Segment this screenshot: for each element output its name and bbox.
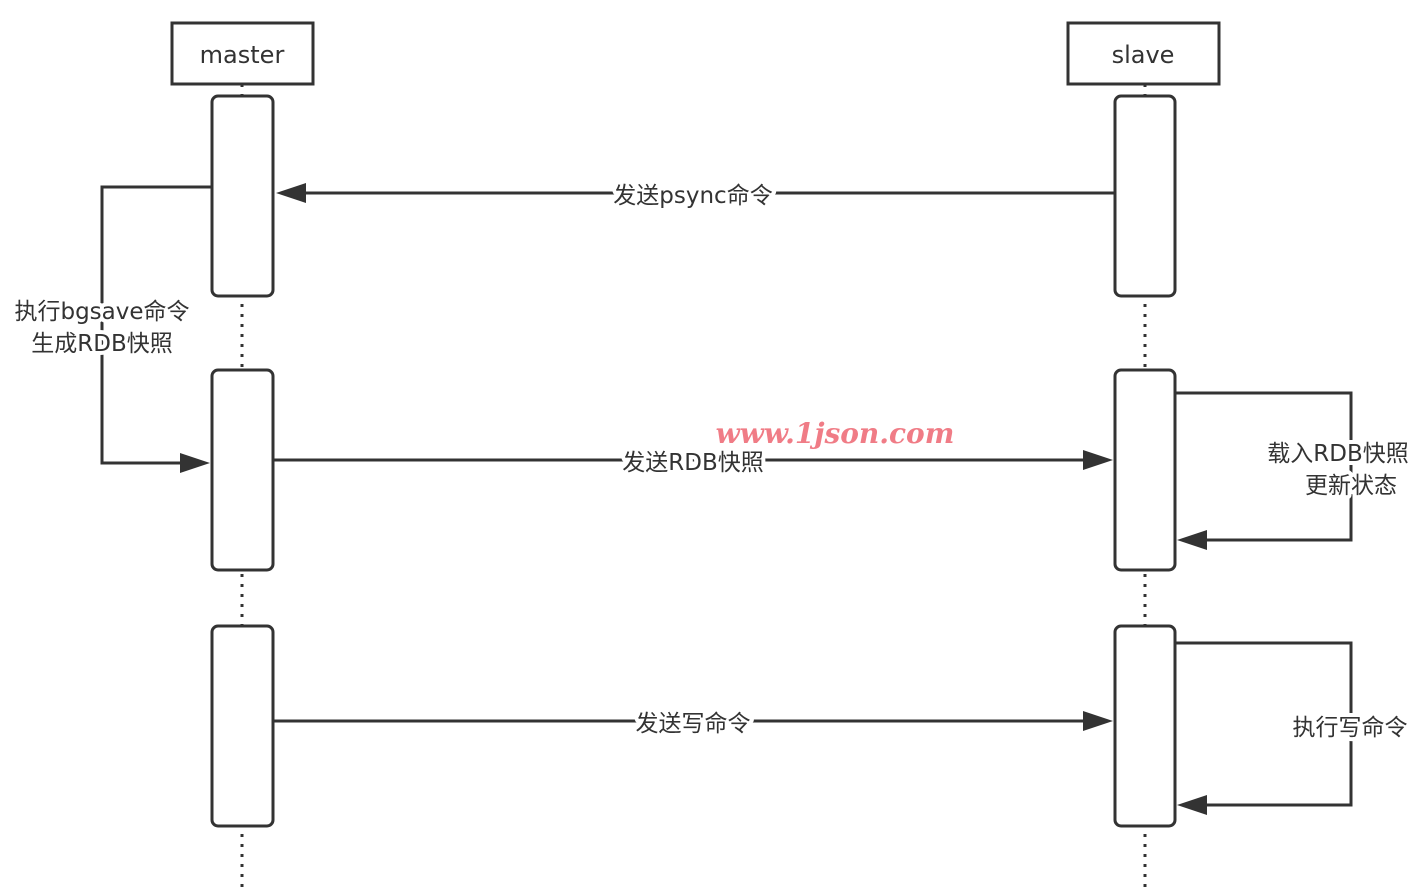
bgsave-label-line1: 执行bgsave命令 <box>14 299 189 325</box>
arrowhead-icon <box>180 453 210 473</box>
arrowhead-icon <box>1083 450 1113 470</box>
slave-activation-3 <box>1113 624 1177 828</box>
arrowhead-icon <box>276 183 306 203</box>
arrowhead-icon <box>1177 530 1207 550</box>
slave-label: slave <box>1112 41 1175 69</box>
bgsave-label-line2: 生成RDB快照 <box>31 331 172 357</box>
exec-write-label: 执行写命令 <box>1293 715 1408 741</box>
load-rdb-self-message: 载入RDB快照 更新状态 <box>1175 391 1413 550</box>
slave-activation-1 <box>1113 94 1177 298</box>
psync-message-arrow: 发送psync命令 <box>276 179 1115 213</box>
master-activation-3 <box>210 624 275 828</box>
arrowhead-icon <box>1177 795 1207 815</box>
master-activation-1 <box>210 94 275 298</box>
psync-label: 发送psync命令 <box>613 183 772 209</box>
send-write-message-arrow: 发送写命令 <box>273 707 1113 741</box>
master-activation-2 <box>210 368 275 572</box>
master-label: master <box>200 41 285 69</box>
load-rdb-label-line1: 载入RDB快照 <box>1267 441 1408 467</box>
exec-write-self-message: 执行写命令 <box>1175 641 1412 815</box>
master-participant: master <box>170 21 315 86</box>
slave-activation-2 <box>1113 368 1177 572</box>
arrowhead-icon <box>1083 711 1113 731</box>
send-rdb-label: 发送RDB快照 <box>622 450 763 476</box>
bgsave-self-message: 执行bgsave命令 生成RDB快照 <box>10 185 212 473</box>
send-rdb-message-arrow: 发送RDB快照 <box>273 446 1113 480</box>
send-write-label: 发送写命令 <box>636 711 751 737</box>
slave-participant: slave <box>1066 21 1221 86</box>
load-rdb-label-line2: 更新状态 <box>1305 473 1397 499</box>
watermark: www.1json.com <box>716 417 955 450</box>
